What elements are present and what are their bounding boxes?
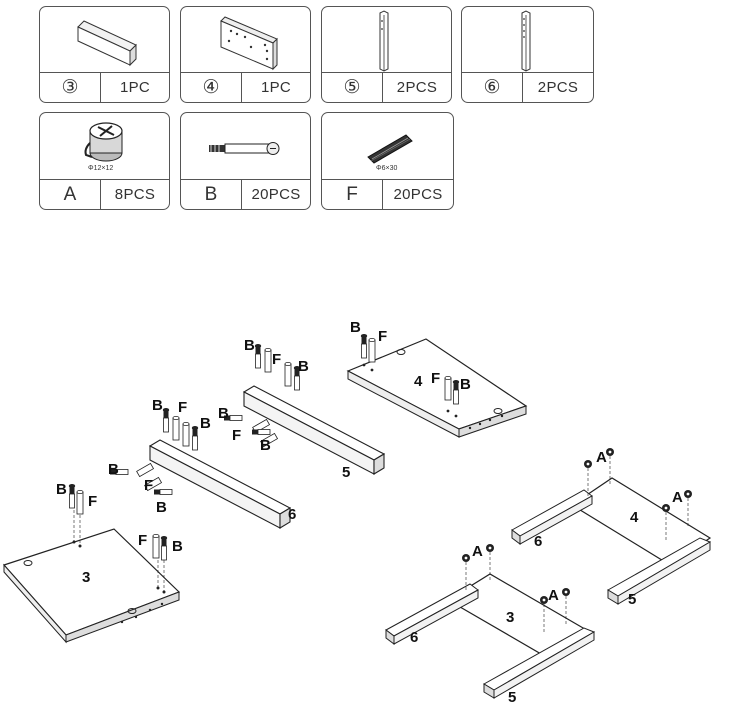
part-id: ⑥ bbox=[462, 73, 523, 102]
label-part-3: 3 bbox=[506, 609, 514, 626]
label-f: F bbox=[138, 532, 147, 549]
label-b: B bbox=[244, 337, 255, 354]
hardware-qty: 8PCS bbox=[114, 186, 156, 203]
cam-bolt-icon bbox=[209, 142, 280, 155]
label-a: A bbox=[472, 543, 483, 560]
hardware-qty: 20PCS bbox=[393, 186, 443, 203]
label-f: F bbox=[178, 399, 187, 416]
leg-5-icon bbox=[379, 10, 389, 72]
label-f: F bbox=[272, 351, 281, 368]
label-b: B bbox=[460, 376, 471, 393]
panel-4-icon bbox=[220, 16, 278, 71]
label-b: B bbox=[218, 405, 229, 422]
label-b: B bbox=[260, 437, 271, 454]
hardware-id: B bbox=[181, 180, 242, 209]
panel-3-icon bbox=[77, 20, 137, 67]
cam-lock-icon bbox=[84, 122, 123, 162]
label-b: B bbox=[172, 538, 183, 555]
label-part-6: 6 bbox=[534, 533, 542, 550]
label-a: A bbox=[548, 587, 559, 604]
label-f: F bbox=[144, 477, 153, 494]
panel-4-step: B F F B 4 bbox=[346, 319, 528, 438]
label-part-5: 5 bbox=[508, 689, 516, 706]
part-card-6: ⑥ 2PCS bbox=[461, 6, 594, 103]
panel-4-legs-step: A A 4 6 5 bbox=[511, 448, 712, 608]
label-b: B bbox=[108, 461, 119, 478]
label-part-6: 6 bbox=[410, 629, 418, 646]
label-b: B bbox=[350, 319, 361, 336]
label-b: B bbox=[56, 481, 67, 498]
part-id: ⑤ bbox=[322, 73, 383, 102]
part-qty: 1PC bbox=[119, 79, 151, 96]
hardware-card-b: B 20PCS bbox=[180, 112, 311, 210]
label-part-5: 5 bbox=[628, 591, 636, 608]
dowel-size: Φ6×30 bbox=[376, 165, 398, 172]
hardware-card-f: Φ6×30 F 20PCS bbox=[321, 112, 454, 210]
part-id: ③ bbox=[40, 73, 101, 102]
cam-lock-size: Φ12×12 bbox=[88, 165, 114, 172]
part-card-3: ③ 1PC bbox=[39, 6, 170, 103]
label-a: A bbox=[672, 489, 683, 506]
label-part-4: 4 bbox=[630, 509, 639, 526]
wood-dowel-icon bbox=[367, 134, 413, 164]
label-part-4: 4 bbox=[414, 373, 423, 390]
hardware-id: A bbox=[40, 180, 101, 209]
label-a: A bbox=[596, 449, 607, 466]
label-f: F bbox=[88, 493, 97, 510]
label-b: B bbox=[156, 499, 167, 516]
panel-3-step: B F F B 3 bbox=[2, 481, 183, 644]
label-part-6: 6 bbox=[288, 506, 296, 523]
label-part-5: 5 bbox=[342, 464, 350, 481]
label-f: F bbox=[232, 427, 241, 444]
part-card-4: ④ 1PC bbox=[180, 6, 311, 103]
part-qty: 2PCS bbox=[396, 79, 438, 96]
part-qty: 1PC bbox=[260, 79, 292, 96]
label-f: F bbox=[431, 370, 440, 387]
hardware-qty: 20PCS bbox=[251, 186, 301, 203]
label-b: B bbox=[152, 397, 163, 414]
part-qty: 2PCS bbox=[537, 79, 579, 96]
hardware-id: F bbox=[322, 180, 383, 209]
panel-3-legs-step: A A 3 6 5 bbox=[385, 543, 596, 706]
leg-6-icon bbox=[521, 10, 531, 72]
label-part-3: 3 bbox=[82, 569, 90, 586]
part-card-5: ⑤ 2PCS bbox=[321, 6, 452, 103]
label-f: F bbox=[378, 328, 387, 345]
label-b: B bbox=[298, 358, 309, 375]
leg-frame-step: B F B B F B B F B B F B 6 5 bbox=[108, 337, 386, 529]
hardware-card-a: Φ12×12 A 8PCS bbox=[39, 112, 170, 210]
part-id: ④ bbox=[181, 73, 242, 102]
label-b: B bbox=[200, 415, 211, 432]
